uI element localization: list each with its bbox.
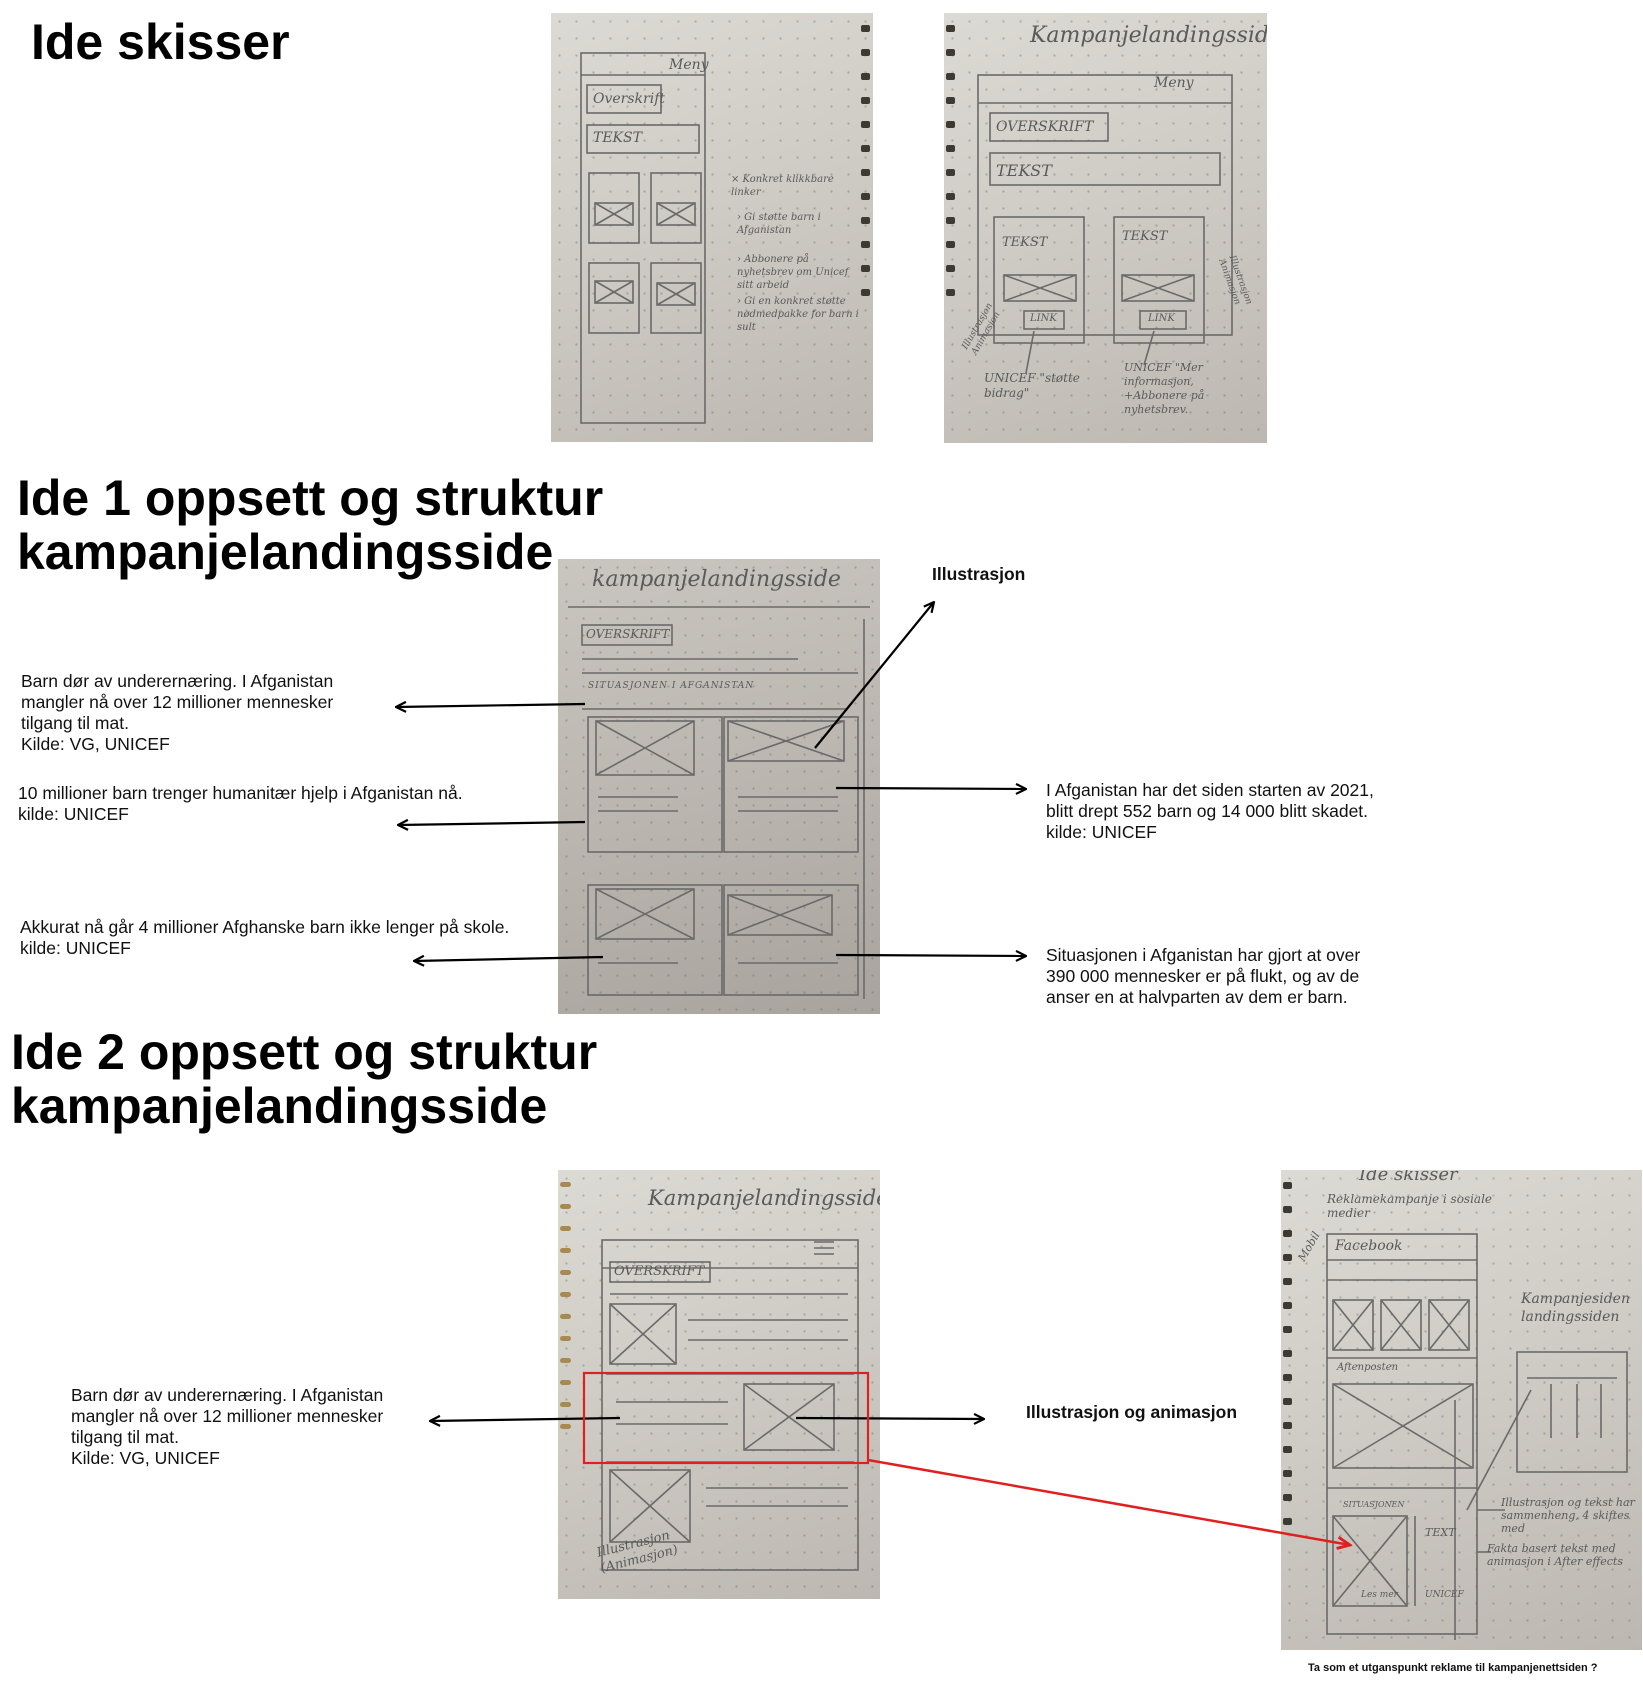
sketch1-note4: › Gi en konkret støtte nødmedpakke for b… (737, 296, 859, 333)
ide1-illustrasjon-label: Illustrasjon (932, 564, 1026, 584)
sketch3-situasjonen: SITUASJONEN I AFGANISTAN (588, 681, 755, 691)
sketch1-note2: › Gi støtte barn i Afganistan (737, 212, 821, 236)
ide2-red-connector-arrow (867, 1458, 1350, 1545)
sketch5-situasjonen: SITUASJONEN (1343, 1500, 1405, 1509)
sketch1-note3: › Abbonere på nyhetsbrev om Unicef sitt … (737, 254, 849, 291)
ide1-note-left-2: 10 millioner barn trenger humanitær hjel… (18, 783, 463, 824)
sketch2-title: Kampanjelandingsside (1030, 23, 1267, 48)
sketch3-title: kampanjelandingsside (592, 567, 841, 592)
sketch5-les-mer: Les mer (1361, 1590, 1398, 1600)
sketch5-note-a: Illustrasjon og tekst har sammenheng, 4 … (1501, 1496, 1635, 1535)
sketch5-note-b: Fakta basert tekst med animasjon i After… (1487, 1542, 1623, 1568)
sketch5-text: TEXT (1425, 1526, 1456, 1539)
sketch2-unicef-right: UNICEF "Mer informasjon, +Abbonere på ny… (1124, 361, 1205, 416)
sketch2-tekst: TEKST (996, 161, 1052, 180)
sketch5-title: Ide skisser (1359, 1170, 1458, 1185)
sketch4-title: Kampanjelandingsside (648, 1186, 880, 1210)
ide2-illustrasjon-animasjon-label: Illustrasjon og animasjon (1026, 1402, 1238, 1422)
sketch-photo-1: Meny Overskrift TEKST × Konkret klikkbar… (551, 13, 873, 442)
sketch1-tekst: TEKST (593, 130, 642, 146)
sketch1-overskrift: Overskrift (593, 91, 666, 107)
sketch-photo-3: kampanjelandingsside OVERSKRIFT SITUASJO… (558, 559, 880, 1014)
sketch2-unicef-left: UNICEF "støtte bidrag" (984, 371, 1080, 400)
ide1-note-left-3: Akkurat nå går 4 millioner Afghanske bar… (20, 917, 510, 958)
sketch5-subtitle: Reklamekampanje i sosiale medier (1327, 1192, 1493, 1220)
sketch3-overskrift: OVERSKRIFT (586, 627, 670, 641)
ide2-caption: Ta som et utganspunkt reklame til kampan… (1308, 1662, 1598, 1674)
sketch1-note1: × Konkret klikkbare linker (731, 174, 834, 198)
ide1-note-left-1: Barn dør av underernæring. I Afganistan … (21, 671, 334, 754)
sketch2-menu: Meny (1154, 75, 1194, 91)
sketch2-box-tekst-left: TEKST (1002, 235, 1048, 250)
heading-ide1-line2: kampanjelandingsside (17, 524, 554, 580)
sketch5-unicef: UNICEF (1425, 1590, 1464, 1600)
heading-ide-skisser: Ide skisser (31, 14, 290, 70)
sketch-photo-2: Kampanjelandingsside Meny OVERSKRIFT TEK… (944, 13, 1267, 443)
heading-ide1-line1: Ide 1 oppsett og struktur (17, 470, 604, 526)
sketch2-link-right: LINK (1148, 313, 1175, 324)
arrow-ide1-left-1 (396, 704, 586, 707)
heading-ide2-line1: Ide 2 oppsett og struktur (11, 1024, 598, 1080)
sketch-photo-5: Ide skisser Reklamekampanje i sosiale me… (1281, 1170, 1642, 1650)
sketch5-kampanjesiden: Kampanjesiden landingssiden (1521, 1291, 1630, 1325)
sketch2-overskrift: OVERSKRIFT (996, 119, 1094, 135)
ide1-note-right-2: Situasjonen i Afganistan har gjort at ov… (1046, 945, 1361, 1007)
sketch2-link-left: LINK (1030, 313, 1057, 324)
sketch4-overskrift: OVERSKRIFT (614, 1264, 705, 1279)
ide2-note-left: Barn dør av underernæring. I Afganistan … (71, 1385, 384, 1468)
heading-ide2-line2: kampanjelandingsside (11, 1078, 548, 1134)
sketch2-box-tekst-right: TEKST (1122, 229, 1168, 244)
ide1-note-right-1: I Afganistan har det siden starten av 20… (1046, 780, 1374, 842)
sketch1-menu: Meny (669, 57, 709, 73)
sketch-photo-4: Kampanjelandingsside OVERSKRIFT Illustra… (558, 1170, 880, 1599)
sketch5-facebook: Facebook (1335, 1238, 1403, 1254)
sketch5-aftenposten: Aftenposten (1337, 1362, 1399, 1373)
